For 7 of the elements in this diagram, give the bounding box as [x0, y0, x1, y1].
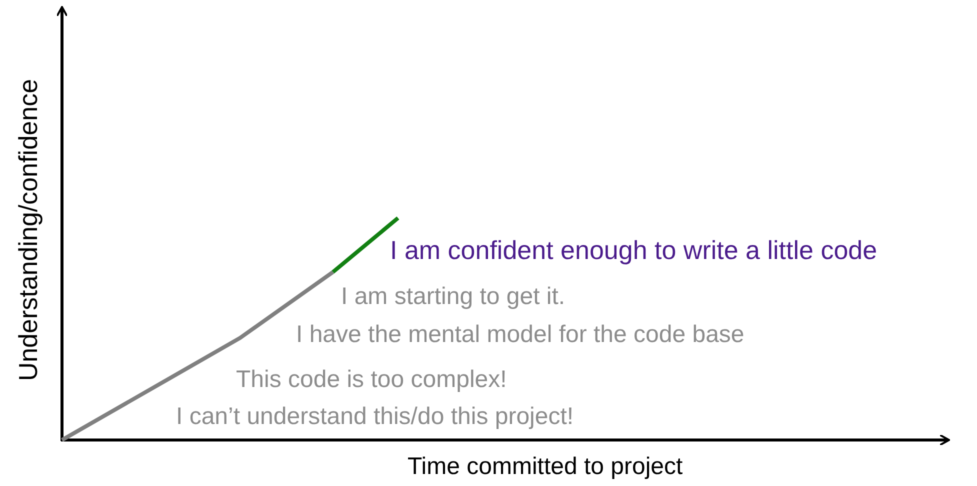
- annotation-text: I can’t understand this/do this project!: [176, 403, 574, 431]
- axis-title: Time committed to project: [408, 453, 683, 481]
- axis-title: Understanding/confidence: [14, 78, 42, 382]
- annotation-text: I am confident enough to write a little code: [390, 236, 878, 264]
- annotation-text: I have the mental model for the code base: [296, 321, 744, 349]
- annotation-text: This code is too complex!: [236, 366, 507, 394]
- annotation-text: I am starting to get it.: [341, 283, 566, 311]
